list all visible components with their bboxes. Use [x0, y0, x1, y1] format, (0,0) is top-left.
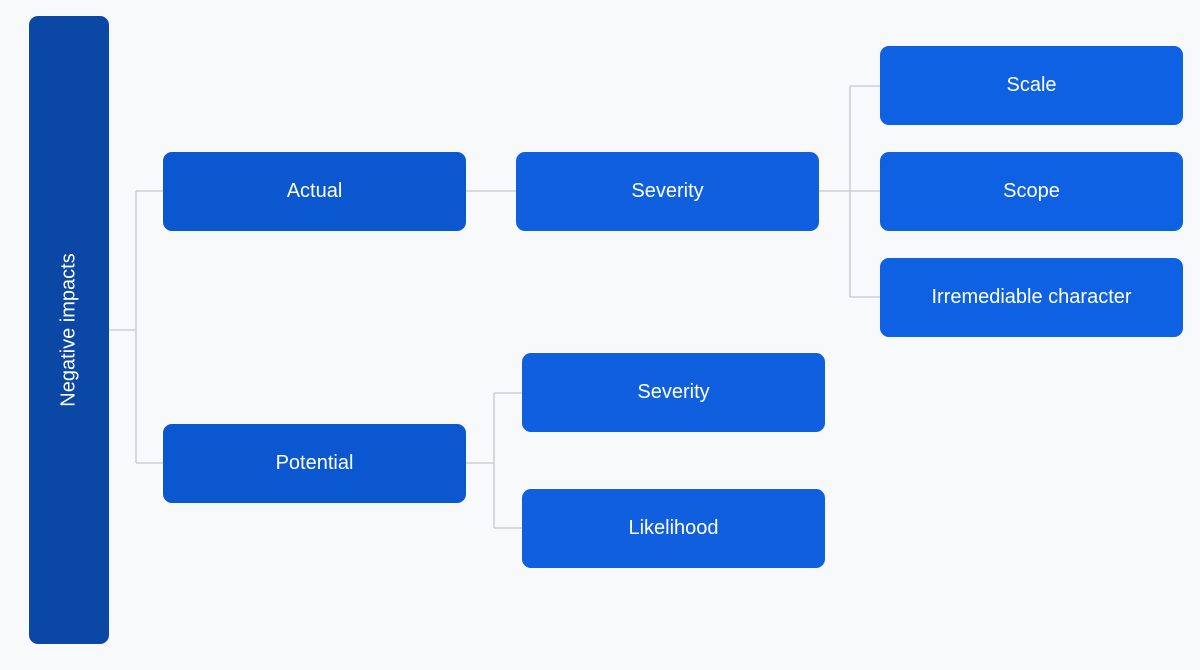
node-likelihood-label: Likelihood: [628, 517, 719, 539]
node-irremediable-character-label: Irremediable character: [931, 286, 1132, 308]
node-potential: Potential: [163, 424, 466, 503]
node-potential-label: Potential: [275, 452, 354, 474]
root-node-negative-impacts: Negative impacts: [29, 16, 109, 644]
node-potential-severity-label: Severity: [637, 381, 710, 403]
node-actual: Actual: [163, 152, 466, 231]
node-actual-severity: Severity: [516, 152, 819, 231]
node-likelihood: Likelihood: [522, 489, 825, 568]
root-node-label: Negative impacts: [57, 253, 80, 407]
node-irremediable-character: Irremediable character: [880, 258, 1183, 337]
node-actual-label: Actual: [286, 180, 343, 202]
node-scope-label: Scope: [1003, 180, 1060, 202]
node-scale-label: Scale: [1006, 74, 1057, 96]
node-actual-severity-label: Severity: [631, 180, 704, 202]
node-scope: Scope: [880, 152, 1183, 231]
node-scale: Scale: [880, 46, 1183, 125]
node-potential-severity: Severity: [522, 353, 825, 432]
